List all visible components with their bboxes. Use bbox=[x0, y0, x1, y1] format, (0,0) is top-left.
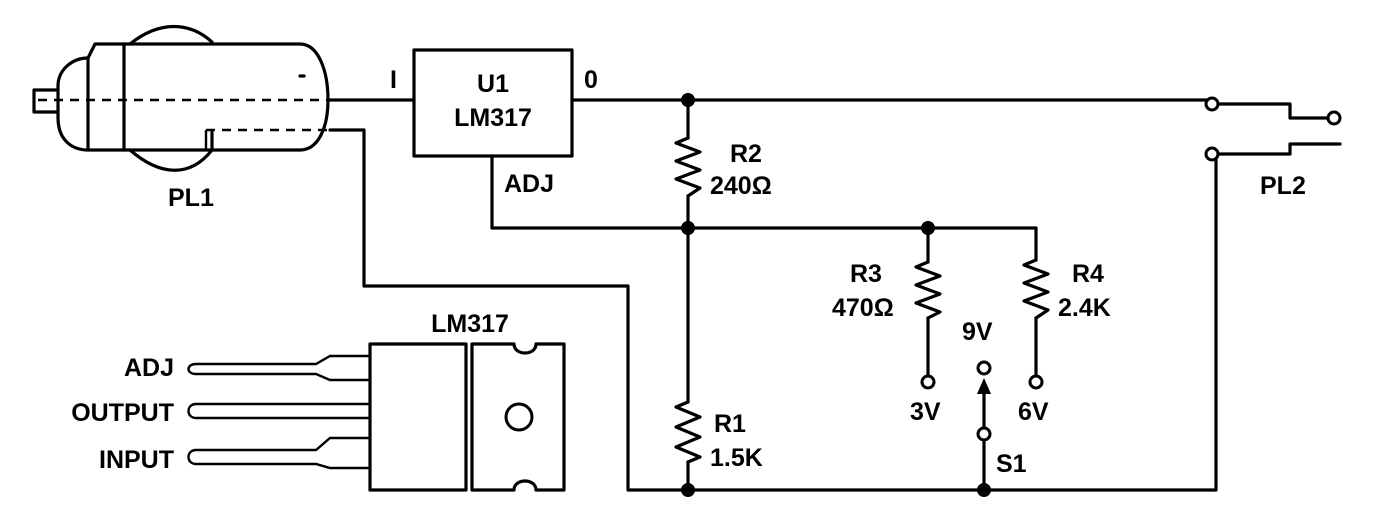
plug-pl1: PL1 bbox=[32, 24, 330, 212]
s1-label-3v: 3V bbox=[910, 398, 941, 426]
resistor-r2: R2 240Ω bbox=[674, 136, 772, 200]
junction-dots bbox=[681, 93, 991, 497]
s1-terminal-6v bbox=[1028, 374, 1044, 390]
u1-part: LM317 bbox=[454, 104, 532, 132]
pl1-label: PL1 bbox=[168, 184, 214, 212]
lm317-package-drawing: LM317 ADJ OUTPUT INPUT bbox=[71, 310, 566, 492]
s1-terminal-9v bbox=[976, 360, 992, 376]
s1-label-9v: 9V bbox=[962, 318, 993, 346]
s1-terminal-3v bbox=[920, 374, 936, 390]
package-title: LM317 bbox=[431, 310, 509, 338]
package-pin-input: INPUT bbox=[99, 446, 174, 474]
regulator-u1: U1 LM317 I 0 ADJ bbox=[390, 48, 598, 198]
s1-common-terminal bbox=[976, 426, 992, 442]
s1-label-6v: 6V bbox=[1018, 398, 1049, 426]
resistor-r3: R3 470Ω bbox=[832, 260, 942, 322]
r4-value: 2.4K bbox=[1058, 294, 1111, 322]
u1-pin-output: 0 bbox=[584, 66, 598, 94]
package-pin-output: OUTPUT bbox=[71, 399, 174, 427]
r3-ref: R3 bbox=[850, 260, 882, 288]
switch-s1: 3V 9V 6V S1 bbox=[910, 318, 1049, 478]
u1-ref: U1 bbox=[477, 70, 509, 98]
u1-pin-adj: ADJ bbox=[504, 170, 554, 198]
pl2-label: PL2 bbox=[1260, 172, 1306, 200]
r1-value: 1.5K bbox=[710, 444, 763, 472]
r3-value: 470Ω bbox=[832, 294, 894, 322]
resistor-r1: R1 1.5K bbox=[674, 400, 763, 472]
r2-value: 240Ω bbox=[710, 172, 772, 200]
mounting-hole-icon bbox=[504, 402, 534, 432]
r2-ref: R2 bbox=[730, 140, 762, 168]
resistor-r4: R4 2.4K bbox=[1022, 258, 1111, 322]
package-pin-adj: ADJ bbox=[124, 354, 174, 382]
s1-arrow-icon bbox=[977, 378, 991, 394]
s1-ref: S1 bbox=[996, 450, 1027, 478]
plug-pl2: PL2 bbox=[1204, 96, 1342, 200]
r4-ref: R4 bbox=[1072, 260, 1104, 288]
u1-pin-input: I bbox=[390, 66, 397, 94]
circuit-wires bbox=[328, 98, 1218, 492]
r1-ref: R1 bbox=[714, 410, 746, 438]
